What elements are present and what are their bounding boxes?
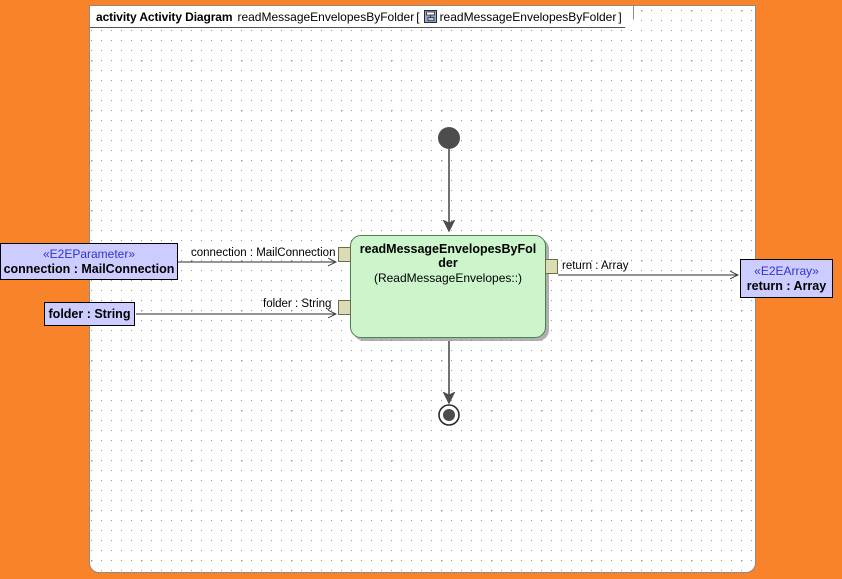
return-parameter-node[interactable]: «E2EArray» return : Array <box>740 259 833 298</box>
frame-qualified-name: readMessageEnvelopesByFolder <box>439 9 617 24</box>
edge-label-return: return : Array <box>562 260 629 272</box>
frame-keyword: activity Activity Diagram <box>96 9 233 24</box>
connection-parameter-label: connection : MailConnection <box>3 261 175 276</box>
edge-label-connection: connection : MailConnection <box>191 247 336 259</box>
action-node-read-message-envelopes-by-folder[interactable]: readMessageEnvelopesByFolder (ReadMessag… <box>350 235 546 338</box>
return-parameter-stereotype: «E2EArray» <box>754 263 819 278</box>
activity-diagram-icon <box>424 10 437 23</box>
return-output-pin[interactable] <box>545 259 558 274</box>
folder-parameter-node[interactable]: folder : String <box>44 302 135 326</box>
activity-diagram-frame: activity Activity Diagram readMessageEnv… <box>89 5 756 573</box>
folder-input-pin[interactable] <box>338 300 351 315</box>
action-node-name: readMessageEnvelopesByFolder <box>359 242 537 270</box>
connection-parameter-stereotype: «E2EParameter» <box>42 246 136 261</box>
connection-parameter-node[interactable]: «E2EParameter» connection : MailConnecti… <box>0 243 178 280</box>
return-parameter-label: return : Array <box>746 278 827 293</box>
folder-parameter-label: folder : String <box>48 306 131 321</box>
frame-bracket-open: [ <box>416 9 420 24</box>
frame-bracket-close: ] <box>618 9 622 24</box>
action-node-qualifier: (ReadMessageEnvelopes::) <box>373 271 523 285</box>
edge-label-folder: folder : String <box>263 298 332 310</box>
connection-input-pin[interactable] <box>338 247 351 262</box>
frame-name: readMessageEnvelopesByFolder <box>237 9 415 24</box>
frame-header-tab: activity Activity Diagram readMessageEnv… <box>90 6 634 28</box>
